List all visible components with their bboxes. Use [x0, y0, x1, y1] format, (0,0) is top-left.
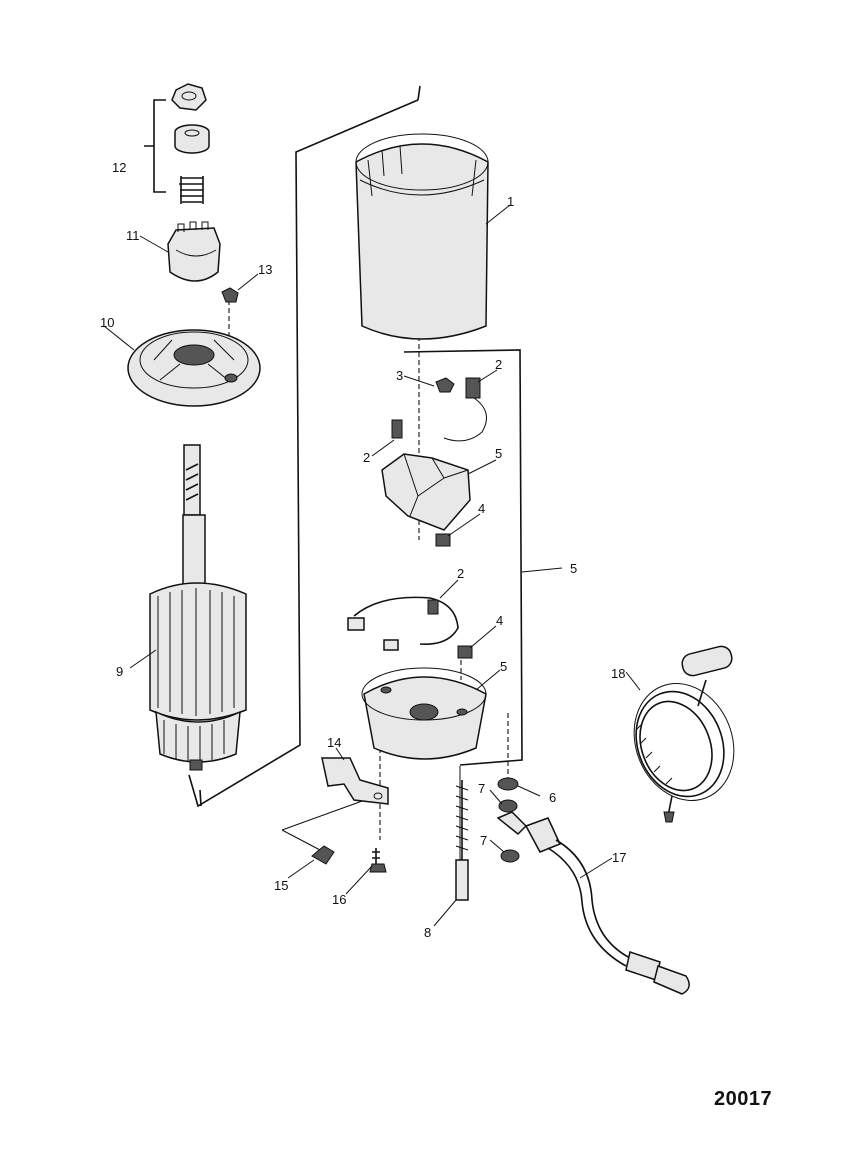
callout-9: 9: [116, 664, 123, 679]
callout-5-brush-holder: 5: [495, 446, 502, 461]
commutator-end-cap: [347, 596, 487, 760]
callout-5-end-cap: 5: [500, 659, 507, 674]
callout-labels: 1 2 2 2 3 4 4 5 5 5 6 7 7 8 9 10 11 12 1…: [100, 160, 626, 940]
mounting-bracket: [321, 757, 389, 805]
callout-16: 16: [332, 892, 346, 907]
wire-harness: [633, 645, 735, 823]
callout-13: 13: [258, 262, 272, 277]
nut-washer-spring-group: [144, 83, 210, 204]
brush-holder-assembly: [381, 377, 487, 547]
callout-3: 3: [396, 368, 403, 383]
drive-end-cap: [127, 329, 261, 407]
callout-4-upper: 4: [478, 501, 485, 516]
figure-number: 20017: [714, 1088, 773, 1110]
callout-7-lower: 7: [480, 833, 487, 848]
callout-10: 10: [100, 315, 114, 330]
callout-4-lower: 4: [496, 613, 503, 628]
callout-1: 1: [507, 194, 514, 209]
callout-leaders: [103, 204, 641, 927]
callout-15: 15: [274, 878, 288, 893]
callout-17: 17: [612, 850, 626, 865]
callout-2-spring: 2: [363, 450, 370, 465]
callout-5-assembly: 5: [570, 561, 577, 576]
callout-18: 18: [611, 666, 625, 681]
field-frame: [355, 133, 489, 340]
fasteners: [311, 780, 469, 901]
spring: [179, 177, 203, 203]
callout-6: 6: [549, 790, 556, 805]
callout-12: 12: [112, 160, 126, 175]
screw-13: [221, 287, 239, 303]
callout-2-lower: 2: [457, 566, 464, 581]
callout-14: 14: [327, 735, 341, 750]
callout-7-upper: 7: [478, 781, 485, 796]
armature: [149, 444, 247, 771]
callout-2-upper: 2: [495, 357, 502, 372]
washer: [174, 124, 210, 154]
hex-nut: [171, 83, 207, 111]
washers-and-nuts: [497, 777, 520, 863]
battery-cable: [496, 811, 690, 995]
callout-8: 8: [424, 925, 431, 940]
callout-11: 11: [126, 228, 140, 243]
pinion-gear: [167, 221, 221, 282]
